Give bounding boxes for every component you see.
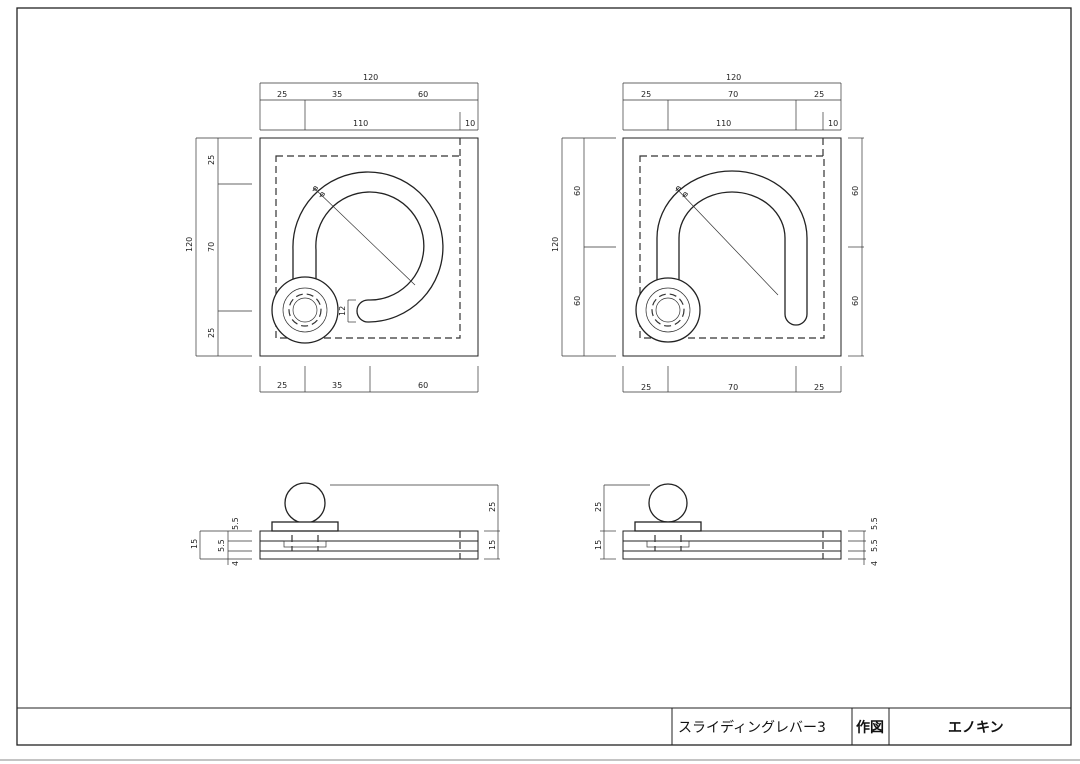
dim-top-seg-3-r: 25 <box>814 90 824 99</box>
dim-rside-left-base: 15 <box>594 540 603 550</box>
dim-bottom-seg-2: 35 <box>332 381 342 390</box>
dim-diameter-b-r: φ <box>681 189 691 199</box>
right-side-view: 25 15 5.5 5.5 4 <box>594 483 879 566</box>
dim-right-seg-2-r: 60 <box>851 296 860 306</box>
dim-top-seg-1-r: 25 <box>641 90 651 99</box>
part-name: スライディングレバー3 <box>678 719 826 736</box>
dim-top-overall-r: 120 <box>726 73 741 82</box>
dim-top-seg-1: 25 <box>277 90 287 99</box>
dim-side-left-overall: 15 <box>190 539 199 549</box>
left-knob-outer <box>271 276 339 344</box>
dim-rside-right-seg-2: 5.5 <box>870 539 879 552</box>
dim-side-left-seg-3: 4 <box>231 561 240 566</box>
right-side-plate <box>622 530 842 560</box>
dim-diameter-b: φ <box>318 189 328 199</box>
dim-bottom-seg-1-r: 25 <box>641 383 651 392</box>
dim-diameter-a: φ <box>311 183 321 193</box>
dim-bottom-seg-2-r: 70 <box>728 383 738 392</box>
dim-left-overall-r: 120 <box>551 237 560 252</box>
dim-right-seg-1-r: 60 <box>851 186 860 196</box>
title-block: スライディングレバー3 作図 エノキン <box>17 707 1071 745</box>
left-side-plate <box>259 530 479 560</box>
dim-side-right-height: 25 <box>488 502 497 512</box>
dim-top-second-1: 110 <box>353 119 368 128</box>
dim-bottom-seg-3: 60 <box>418 381 428 390</box>
dim-rside-right-seg-1: 5.5 <box>870 517 879 530</box>
dim-slot-width: 12 <box>338 306 347 316</box>
dim-rside-right-seg-3: 4 <box>870 561 879 566</box>
dim-top-seg-2-r: 70 <box>728 90 738 99</box>
left-side-view: 25 15 15 5.5 5.5 4 <box>190 482 500 566</box>
dim-side-right-base: 15 <box>488 540 497 550</box>
left-plate-hidden-edge <box>275 155 461 339</box>
left-plan-view: 120 25 35 60 110 10 120 25 70 25 φ φ <box>185 73 479 393</box>
dim-bottom-seg-1: 25 <box>277 381 287 390</box>
right-knob-outer <box>635 277 701 343</box>
dim-top-seg-3: 60 <box>418 90 428 99</box>
dim-left-seg-2: 70 <box>207 242 216 252</box>
dim-top-overall: 120 <box>363 73 378 82</box>
dim-left-seg-1-r: 60 <box>573 186 582 196</box>
author-name: エノキン <box>948 720 1004 736</box>
right-side-knob <box>648 483 688 523</box>
dim-diameter-a-r: φ <box>674 183 684 193</box>
dim-top-second-2-r: 10 <box>828 119 838 128</box>
dim-left-overall: 120 <box>185 237 194 252</box>
dim-top-seg-2: 35 <box>332 90 342 99</box>
left-plate-outline <box>259 137 479 357</box>
dim-bottom-seg-3-r: 25 <box>814 383 824 392</box>
dim-rside-left-height: 25 <box>594 502 603 512</box>
right-plan-view: 120 25 70 25 110 10 120 60 60 60 60 φ φ <box>551 73 864 393</box>
left-side-knob <box>284 482 326 524</box>
dim-side-left-seg-2: 5.5 <box>217 539 226 552</box>
dim-top-second-2: 10 <box>465 119 475 128</box>
sheet-border <box>16 7 1072 746</box>
dim-left-seg-3: 25 <box>207 328 216 338</box>
drawn-label: 作図 <box>856 719 884 736</box>
right-plate-outline <box>622 137 842 357</box>
dim-side-left-seg-1: 5.5 <box>231 517 240 530</box>
right-plate-hidden-edge <box>639 155 825 339</box>
dim-left-seg-2-r: 60 <box>573 296 582 306</box>
dim-left-seg-1: 25 <box>207 155 216 165</box>
dim-top-second-1-r: 110 <box>716 119 731 128</box>
